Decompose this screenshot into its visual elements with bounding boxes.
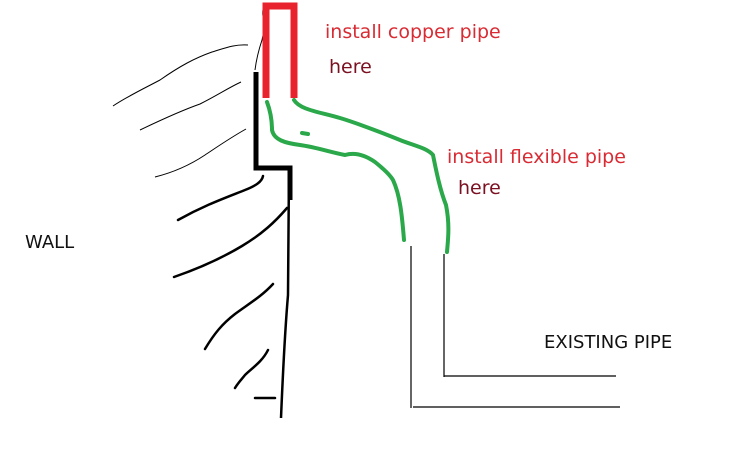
- copper-pipe: [262, 2, 298, 98]
- flexible-pipe: [265, 98, 451, 254]
- wall-lower-line: [279, 167, 291, 419]
- wall-lower-hatching: [172, 174, 289, 400]
- flexible-label: install flexible pipe: [447, 146, 626, 168]
- existing-pipe-label: EXISTING PIPE: [544, 332, 673, 353]
- existing-pipe: [410, 246, 620, 408]
- copper-label: install copper pipe: [325, 21, 501, 43]
- flexible-label-here: here: [458, 177, 501, 199]
- copper-label-here: here: [329, 56, 372, 78]
- wall-upper-hatching: [112, 4, 267, 178]
- wall-label: WALL: [25, 232, 75, 253]
